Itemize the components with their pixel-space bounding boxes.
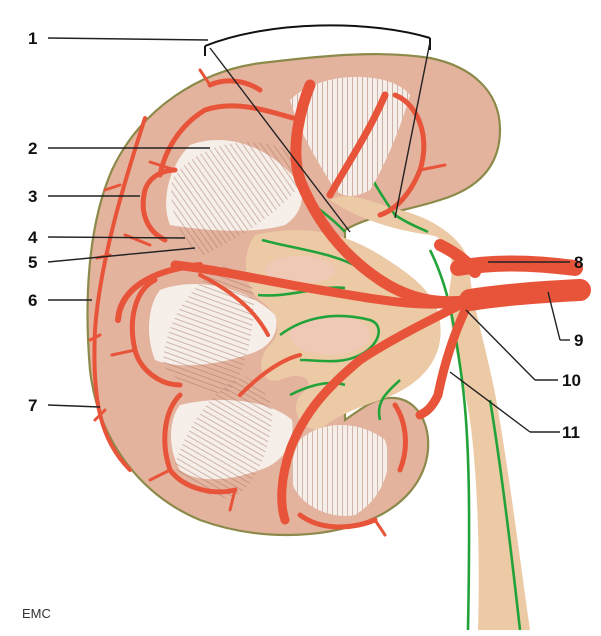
label-9: 9 [574,331,583,350]
label-5: 5 [28,253,37,272]
label-1: 1 [28,29,37,48]
renal-artery [470,290,580,300]
label-8: 8 [574,253,583,272]
label-3: 3 [28,187,37,206]
label-7: 7 [28,396,37,415]
label-4: 4 [28,228,38,247]
cortex-bracket [205,25,430,46]
label-10: 10 [562,371,581,390]
label-11: 11 [562,423,580,442]
credit-logo: EMC [22,606,51,621]
label-6: 6 [28,291,37,310]
label-2: 2 [28,139,37,158]
